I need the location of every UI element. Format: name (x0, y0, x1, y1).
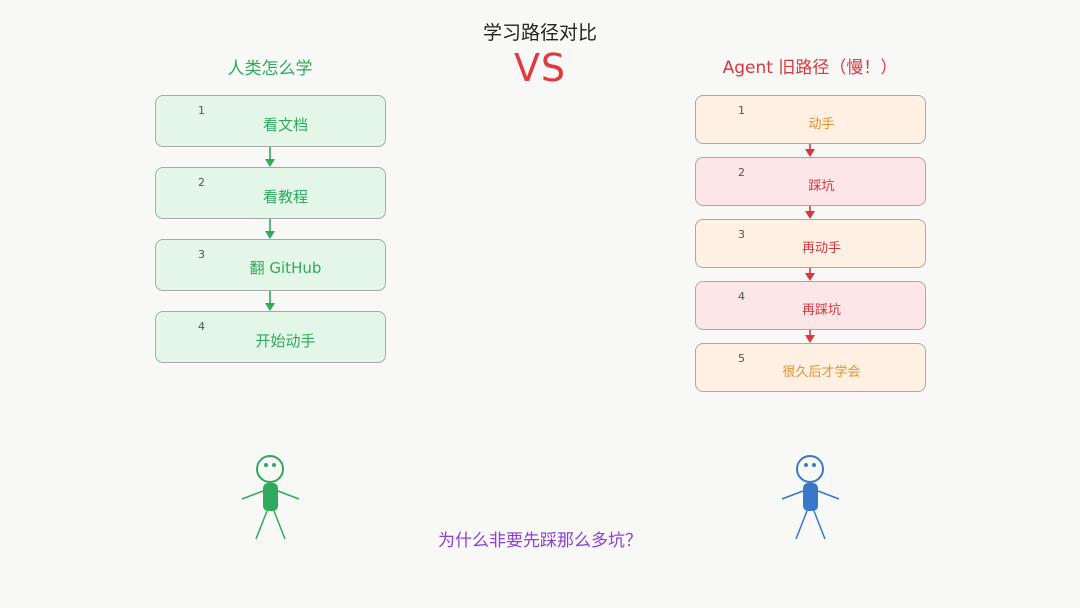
step-label: 看教程 (262, 188, 308, 206)
human-figure-icon (241, 455, 300, 540)
agent-step-5: 5 很久后才学会 (695, 343, 926, 392)
step-label: 很久后才学会 (782, 365, 861, 380)
human-step-4: 4 开始动手 (155, 311, 386, 363)
arrow-down-icon (265, 219, 275, 239)
human-step-2: 2 看教程 (155, 167, 386, 219)
human-step-3: 3 翻 GitHub (155, 239, 386, 291)
agent-column-title: Agent 旧路径（慢！） (722, 58, 898, 78)
step-number: 4 (198, 320, 205, 333)
step-label: 再动手 (801, 241, 841, 256)
vs-label: VS (513, 46, 567, 90)
arrow-down-icon (805, 206, 815, 219)
step-label: 踩坑 (808, 179, 835, 194)
arrow-down-icon (805, 144, 815, 157)
arrow-down-icon (805, 330, 815, 343)
step-label: 翻 GitHub (249, 259, 322, 277)
diagram-title: 学习路径对比 (482, 22, 597, 44)
step-number: 3 (738, 228, 745, 241)
human-step-1: 1 看文档 (155, 95, 386, 147)
arrow-down-icon (265, 147, 275, 167)
question-text: 为什么非要先踩那么多坑？ (438, 531, 642, 551)
agent-step-4: 4 再踩坑 (695, 281, 926, 330)
agent-step-3: 3 再动手 (695, 219, 926, 268)
step-label: 动手 (808, 117, 835, 132)
arrow-down-icon (805, 268, 815, 281)
step-number: 3 (198, 248, 205, 261)
agent-figure-icon (781, 455, 840, 540)
agent-step-1: 1 动手 (695, 95, 926, 144)
step-number: 1 (738, 104, 745, 117)
step-number: 1 (198, 104, 205, 117)
step-label: 再踩坑 (801, 303, 841, 318)
step-number: 2 (198, 176, 205, 189)
arrow-down-icon (265, 291, 275, 311)
step-number: 4 (738, 290, 745, 303)
step-number: 2 (738, 166, 745, 179)
step-number: 5 (738, 352, 745, 365)
agent-step-2: 2 踩坑 (695, 157, 926, 206)
step-label: 开始动手 (255, 332, 316, 350)
human-column-title: 人类怎么学 (227, 59, 313, 79)
step-label: 看文档 (262, 116, 308, 134)
